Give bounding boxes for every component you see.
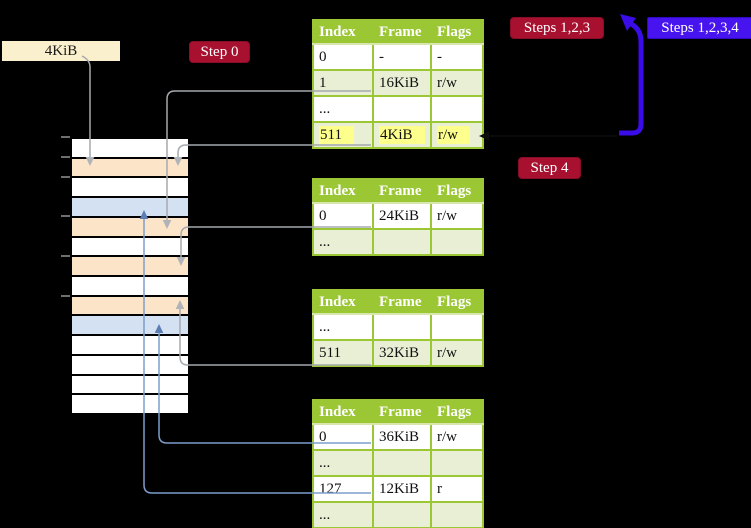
memory-row-page-table — [72, 296, 188, 317]
table-row-recursive-entry: 511 4KiB r/w — [312, 121, 484, 149]
col-header-flags: Flags — [430, 19, 484, 45]
highlighted-value: r/w — [437, 126, 470, 144]
table-row: 511 32KiB r/w — [312, 339, 484, 367]
table-row: ... — [312, 313, 484, 341]
memory-strip — [70, 137, 190, 415]
memory-tick — [61, 255, 70, 257]
memory-tick — [61, 176, 70, 178]
page-table-second: Index Frame Flags 0 24KiB r/w ... — [312, 178, 484, 256]
memory-tick — [61, 136, 70, 138]
page-table-third: Index Frame Flags ... 511 32KiB r/w — [312, 289, 484, 367]
memory-row-empty — [72, 355, 188, 376]
memory-row-page-table — [72, 158, 188, 179]
col-header-frame: Frame — [372, 289, 432, 315]
memory-row-empty — [72, 395, 188, 414]
col-header-flags: Flags — [430, 289, 484, 315]
highlighted-value: 511 — [319, 126, 354, 144]
loop-arrow-blue — [619, 20, 644, 136]
col-header-index: Index — [312, 178, 374, 204]
memory-row-page-table — [72, 217, 188, 238]
memory-row-mapped-frame — [72, 316, 188, 337]
col-header-index: Index — [312, 19, 374, 45]
page-table-bottom: Index Frame Flags 0 36KiB r/w ... 127 12… — [312, 399, 484, 528]
table-row: 1 16KiB r/w — [312, 69, 484, 97]
table-row: ... — [312, 95, 484, 123]
table-row: 127 12KiB r — [312, 475, 484, 503]
col-header-index: Index — [312, 289, 374, 315]
highlighted-value: 4KiB — [379, 126, 425, 144]
memory-row-empty — [72, 139, 188, 159]
memory-row-empty — [72, 336, 188, 356]
arrowhead-upleft-icon — [620, 14, 636, 31]
table-row: ... — [312, 228, 484, 256]
table-row: 0 24KiB r/w — [312, 202, 484, 230]
page-table-top: Index Frame Flags 0 - - 1 16KiB r/w ... … — [312, 19, 484, 149]
memory-row-empty — [72, 237, 188, 258]
table-row: ... — [312, 449, 484, 477]
memory-row-page-table — [72, 257, 188, 278]
table-row: ... — [312, 501, 484, 528]
col-header-frame: Frame — [372, 399, 432, 425]
memory-tick — [61, 295, 70, 297]
memory-row-mapped-frame — [72, 198, 188, 218]
col-header-frame: Frame — [372, 178, 432, 204]
col-header-flags: Flags — [430, 178, 484, 204]
memory-row-empty — [72, 178, 188, 199]
memory-row-empty — [72, 375, 188, 396]
table-row: 0 - - — [312, 43, 484, 71]
step4-badge: Step 4 — [518, 157, 581, 179]
memory-tick — [61, 156, 70, 158]
col-header-flags: Flags — [430, 399, 484, 425]
frame-size-label: 4KiB — [2, 41, 120, 61]
memory-row-empty — [72, 277, 188, 297]
memory-tick — [61, 215, 70, 217]
table-row: 0 36KiB r/w — [312, 423, 484, 451]
col-header-frame: Frame — [372, 19, 432, 45]
steps1234-badge: Steps 1,2,3,4 — [647, 17, 751, 39]
col-header-index: Index — [312, 399, 374, 425]
step0-badge: Step 0 — [189, 41, 250, 63]
steps123-badge: Steps 1,2,3 — [510, 17, 604, 39]
